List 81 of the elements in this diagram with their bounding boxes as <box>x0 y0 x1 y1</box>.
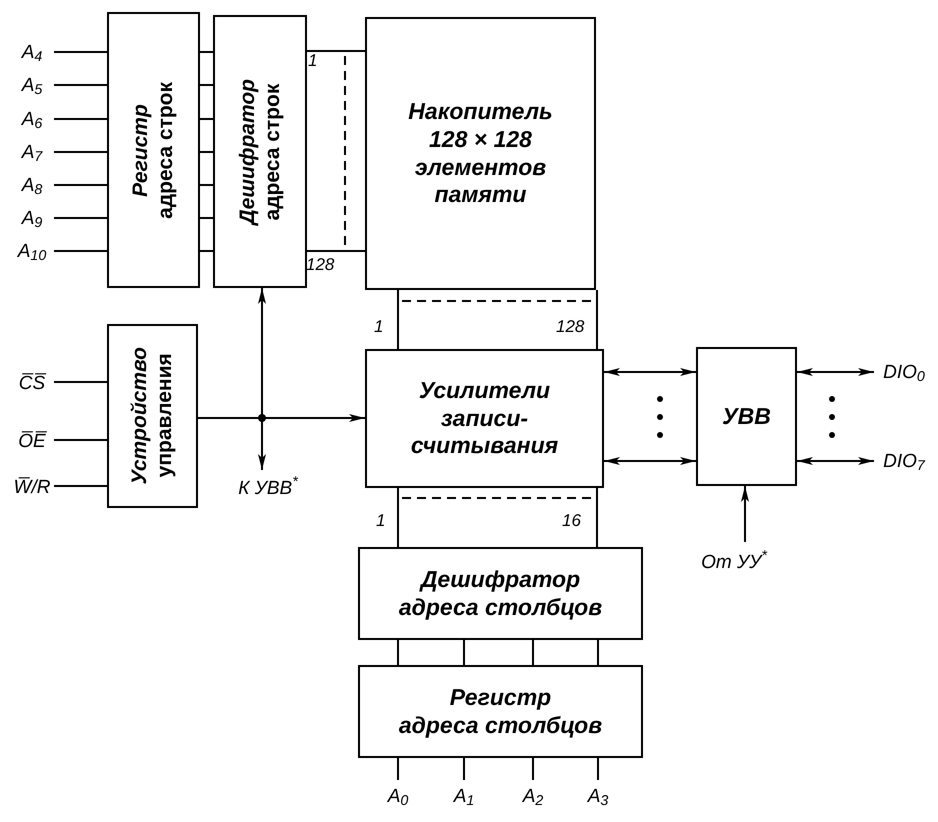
signal-line <box>200 184 213 186</box>
line-number-label: 1 <box>376 512 386 529</box>
signal-label: A$_{2}$ <box>515 780 551 812</box>
block-box <box>107 324 198 508</box>
line-number-label: 16 <box>562 512 581 529</box>
signal-line <box>54 118 107 120</box>
block-box <box>213 15 307 288</box>
block-title: Регистр <box>128 102 154 198</box>
signal-label: A$_{5}$ <box>10 71 54 99</box>
signal-label: DIO$_{7}$ <box>874 445 934 477</box>
block-box <box>696 347 797 486</box>
signal-line <box>307 50 365 52</box>
signal-label: DIO$_{0}$ <box>874 356 934 388</box>
signal-label: A$_{10}$ <box>10 237 54 265</box>
block-title: Дешифратор <box>234 78 260 224</box>
signal-line <box>596 488 598 547</box>
arrow <box>604 457 696 465</box>
signal-line <box>397 290 399 349</box>
signal-label: A$_{4}$ <box>10 38 54 66</box>
arrow <box>797 457 874 465</box>
block-subtitle: адреса строк <box>260 82 285 222</box>
signal-label: A$_{6}$ <box>10 105 54 133</box>
signal-label: A$_{8}$ <box>10 171 54 199</box>
signal-line <box>463 758 465 780</box>
signal-line <box>397 488 399 547</box>
signal-label: A$_{0}$ <box>380 780 416 812</box>
block-subtitle: управления <box>152 352 178 480</box>
signal-line <box>307 250 365 252</box>
signal-line <box>54 184 107 186</box>
signal-line <box>54 250 107 252</box>
block-box <box>365 349 604 488</box>
signal-label: A$_{3}$ <box>580 780 616 812</box>
block-title: Устройство <box>127 347 152 485</box>
signal-label: От УУ$^{*}$ <box>692 542 776 582</box>
signal-label: К УВВ$^{*}$ <box>228 470 308 506</box>
arrow <box>604 368 696 376</box>
signal-line <box>597 640 599 665</box>
signal-line <box>54 217 107 219</box>
signal-line <box>596 290 598 349</box>
block-subtitle: адреса столбцов <box>398 594 602 622</box>
signal-label: O̅E̅ <box>10 427 54 455</box>
block-box <box>365 17 596 290</box>
signal-label: A$_{9}$ <box>10 204 54 232</box>
signal-line <box>54 84 107 86</box>
signal-line <box>397 640 399 665</box>
line-number-label: 128 <box>306 256 334 273</box>
signal-label: A$_{1}$ <box>446 780 482 812</box>
signal-line <box>54 485 107 487</box>
signal-line <box>200 151 213 153</box>
block-title: Регистр <box>448 684 552 712</box>
signal-line <box>54 439 107 441</box>
signal-label: C̅S̅ <box>10 369 54 397</box>
signal-line <box>200 217 213 219</box>
block-title: УВВ <box>722 402 771 430</box>
signal-line <box>200 84 213 86</box>
signal-line <box>397 758 399 780</box>
signal-line <box>463 640 465 665</box>
signal-label: A$_{7}$ <box>10 138 54 166</box>
block-box <box>358 665 643 758</box>
signal-line <box>54 381 107 383</box>
signal-line <box>200 51 213 53</box>
signal-line <box>200 250 213 252</box>
block-title: Накопитель 128 × 128 элементов памяти <box>407 98 554 209</box>
arrow <box>797 368 874 376</box>
signal-label: W̅/R <box>10 473 54 501</box>
block-title: Дешифратор <box>418 566 582 594</box>
block-title: Усилители записи-считывания <box>410 377 560 460</box>
signal-line <box>532 758 534 780</box>
line-number-label: 1 <box>308 52 318 69</box>
signal-line <box>532 640 534 665</box>
arrow <box>741 486 749 542</box>
signal-line <box>54 51 107 53</box>
block-subtitle: адреса строк <box>154 82 178 218</box>
block-box <box>107 12 200 288</box>
line-number-label: 128 <box>556 318 584 335</box>
block-subtitle: адреса столбцов <box>398 712 602 740</box>
signal-line <box>597 758 599 780</box>
signal-line <box>200 118 213 120</box>
signal-line <box>54 151 107 153</box>
block-box <box>358 547 643 640</box>
line-number-label: 1 <box>374 318 384 335</box>
